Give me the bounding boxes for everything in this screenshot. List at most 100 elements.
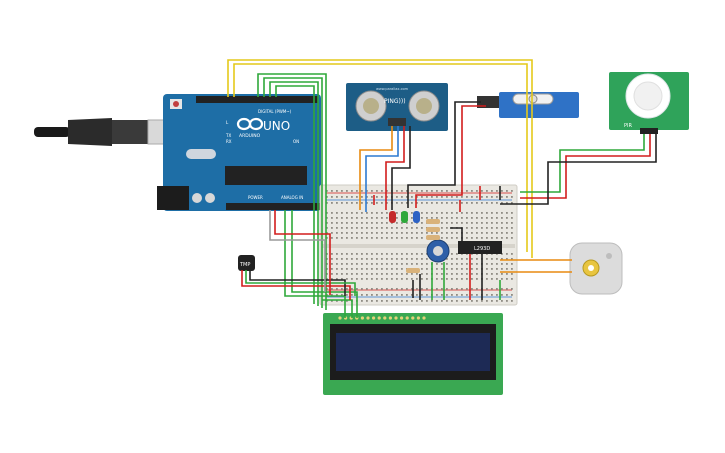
breadboard-hole (406, 253, 408, 255)
tx-label: TX (225, 133, 231, 138)
breadboard-hole (511, 268, 513, 270)
breadboard-hole (371, 217, 373, 219)
breadboard-hole (326, 217, 328, 219)
breadboard-hole (356, 263, 358, 265)
resistor (406, 268, 420, 273)
breadboard-hole (341, 232, 343, 234)
breadboard-hole (326, 273, 328, 275)
breadboard-hole (326, 263, 328, 265)
breadboard-hole (331, 300, 333, 302)
breadboard-hole (406, 196, 408, 198)
breadboard-hole (471, 202, 473, 204)
breadboard-hole (511, 202, 513, 204)
breadboard-hole (371, 253, 373, 255)
breadboard-hole (416, 258, 418, 260)
breadboard-hole (376, 227, 378, 229)
breadboard-hole (446, 196, 448, 198)
breadboard-hole (466, 237, 468, 239)
breadboard-hole (411, 294, 413, 296)
breadboard-hole (436, 263, 438, 265)
breadboard-hole (456, 196, 458, 198)
breadboard-hole (486, 202, 488, 204)
breadboard-hole (391, 273, 393, 275)
breadboard-hole (416, 294, 418, 296)
breadboard-hole (341, 190, 343, 192)
breadboard-hole (331, 237, 333, 239)
breadboard-hole (496, 300, 498, 302)
breadboard-hole (376, 253, 378, 255)
breadboard-hole (416, 263, 418, 265)
breadboard-hole (391, 288, 393, 290)
lcd-pin (383, 316, 387, 320)
breadboard-hole (431, 212, 433, 214)
breadboard-hole (496, 222, 498, 224)
breadboard-hole (481, 227, 483, 229)
breadboard-hole (361, 212, 363, 214)
breadboard-hole (356, 227, 358, 229)
breadboard-hole (441, 278, 443, 280)
breadboard-hole (331, 217, 333, 219)
breadboard-hole (466, 278, 468, 280)
breadboard-hole (356, 258, 358, 260)
breadboard-hole (396, 263, 398, 265)
breadboard-hole (386, 222, 388, 224)
breadboard-hole (441, 217, 443, 219)
breadboard-hole (406, 294, 408, 296)
breadboard-hole (506, 217, 508, 219)
breadboard-hole (386, 273, 388, 275)
breadboard-hole (396, 253, 398, 255)
breadboard-hole (426, 258, 428, 260)
breadboard-hole (466, 196, 468, 198)
breadboard-hole (496, 278, 498, 280)
breadboard-hole (456, 202, 458, 204)
breadboard-hole (401, 294, 403, 296)
breadboard-hole (511, 258, 513, 260)
breadboard-hole (511, 232, 513, 234)
lcd-pin (416, 316, 420, 320)
breadboard-hole (386, 227, 388, 229)
breadboard-hole (326, 196, 328, 198)
breadboard-hole (406, 278, 408, 280)
breadboard-hole (496, 263, 498, 265)
breadboard-hole (341, 196, 343, 198)
breadboard-hole (391, 237, 393, 239)
breadboard-hole (351, 202, 353, 204)
breadboard-hole (491, 217, 493, 219)
breadboard-hole (476, 300, 478, 302)
breadboard-hole (446, 258, 448, 260)
breadboard-hole (331, 288, 333, 290)
dc-motor (569, 242, 623, 295)
breadboard-hole (336, 232, 338, 234)
breadboard-hole (346, 227, 348, 229)
breadboard-hole (441, 288, 443, 290)
breadboard-hole (456, 278, 458, 280)
breadboard-hole (411, 253, 413, 255)
leds (389, 211, 420, 223)
breadboard-hole (506, 268, 508, 270)
breadboard-hole (371, 202, 373, 204)
lcd-pin (338, 316, 342, 320)
breadboard-hole (476, 263, 478, 265)
breadboard-hole (361, 202, 363, 204)
breadboard-hole (451, 253, 453, 255)
breadboard-hole (396, 237, 398, 239)
breadboard-hole (476, 294, 478, 296)
breadboard-hole (376, 237, 378, 239)
breadboard-hole (411, 202, 413, 204)
breadboard-hole (496, 258, 498, 260)
breadboard-hole (446, 268, 448, 270)
breadboard-hole (376, 258, 378, 260)
breadboard-hole (341, 258, 343, 260)
breadboard-hole (376, 217, 378, 219)
breadboard-hole (411, 190, 413, 192)
breadboard-hole (381, 258, 383, 260)
breadboard-hole (341, 300, 343, 302)
breadboard-hole (501, 258, 503, 260)
breadboard-hole (426, 273, 428, 275)
breadboard-hole (351, 232, 353, 234)
breadboard-hole (491, 190, 493, 192)
breadboard-hole (456, 300, 458, 302)
breadboard-hole (341, 217, 343, 219)
breadboard-hole (481, 237, 483, 239)
breadboard-hole (446, 288, 448, 290)
